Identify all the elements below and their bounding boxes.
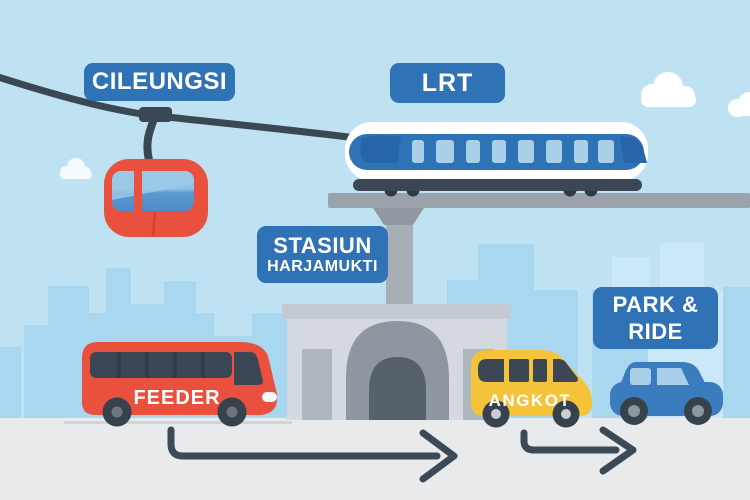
track-pillar	[373, 208, 424, 310]
sign-park-and-ride: PARK & RIDE	[593, 287, 718, 349]
bus-window-dividers	[117, 352, 205, 378]
bus-headlight	[262, 392, 277, 402]
cable-car-arm	[143, 117, 158, 161]
car-windows	[630, 368, 689, 385]
cable-car-window	[112, 171, 194, 211]
angkot-van: ANGKOT	[471, 350, 592, 428]
flow-arrow-icon	[167, 426, 458, 483]
flow-arrow-icon	[520, 426, 637, 475]
sign-stasiun-harjamukti: STASIUN HARJAMUKTI	[257, 226, 388, 283]
elevated-track	[328, 193, 750, 208]
sign-stasiun-line2: HARJAMUKTI	[267, 257, 378, 275]
angkot-windows	[478, 359, 578, 382]
cloud-icon	[728, 92, 750, 117]
cable-grip	[139, 107, 172, 122]
train-windshield-front	[360, 135, 401, 163]
train-windshield-rear	[620, 136, 647, 163]
cloud-icon	[60, 158, 92, 179]
sign-cileungsi: CILEUNGSI	[84, 63, 235, 101]
cable-car-seam	[151, 211, 157, 237]
sign-stasiun-line1: STASIUN	[273, 232, 372, 258]
road-line	[64, 421, 292, 424]
sign-parkride-line2: RIDE	[628, 319, 683, 344]
train-underside	[353, 179, 642, 191]
sign-lrt-text: LRT	[421, 68, 474, 97]
feeder-bus: FEEDER	[82, 342, 278, 427]
angkot-van-label: ANGKOT	[489, 391, 572, 410]
feeder-bus-label: FEEDER	[133, 387, 220, 409]
sign-cileungsi-text: CILEUNGSI	[91, 68, 228, 96]
sign-parkride-line1: PARK &	[612, 291, 699, 317]
cloud-icon	[641, 72, 696, 107]
cable-car-mullion	[134, 171, 142, 211]
bus-windshield	[234, 352, 263, 385]
station-door	[369, 357, 426, 420]
sign-lrt: LRT	[390, 63, 505, 103]
station-panel-left	[302, 349, 332, 420]
station-roof	[282, 304, 511, 319]
park-ride-car	[610, 362, 723, 425]
station-building	[282, 304, 511, 420]
train-windows	[412, 140, 614, 163]
bus-windows	[90, 352, 232, 378]
cable-car	[104, 107, 208, 237]
lrt-train	[345, 122, 648, 197]
